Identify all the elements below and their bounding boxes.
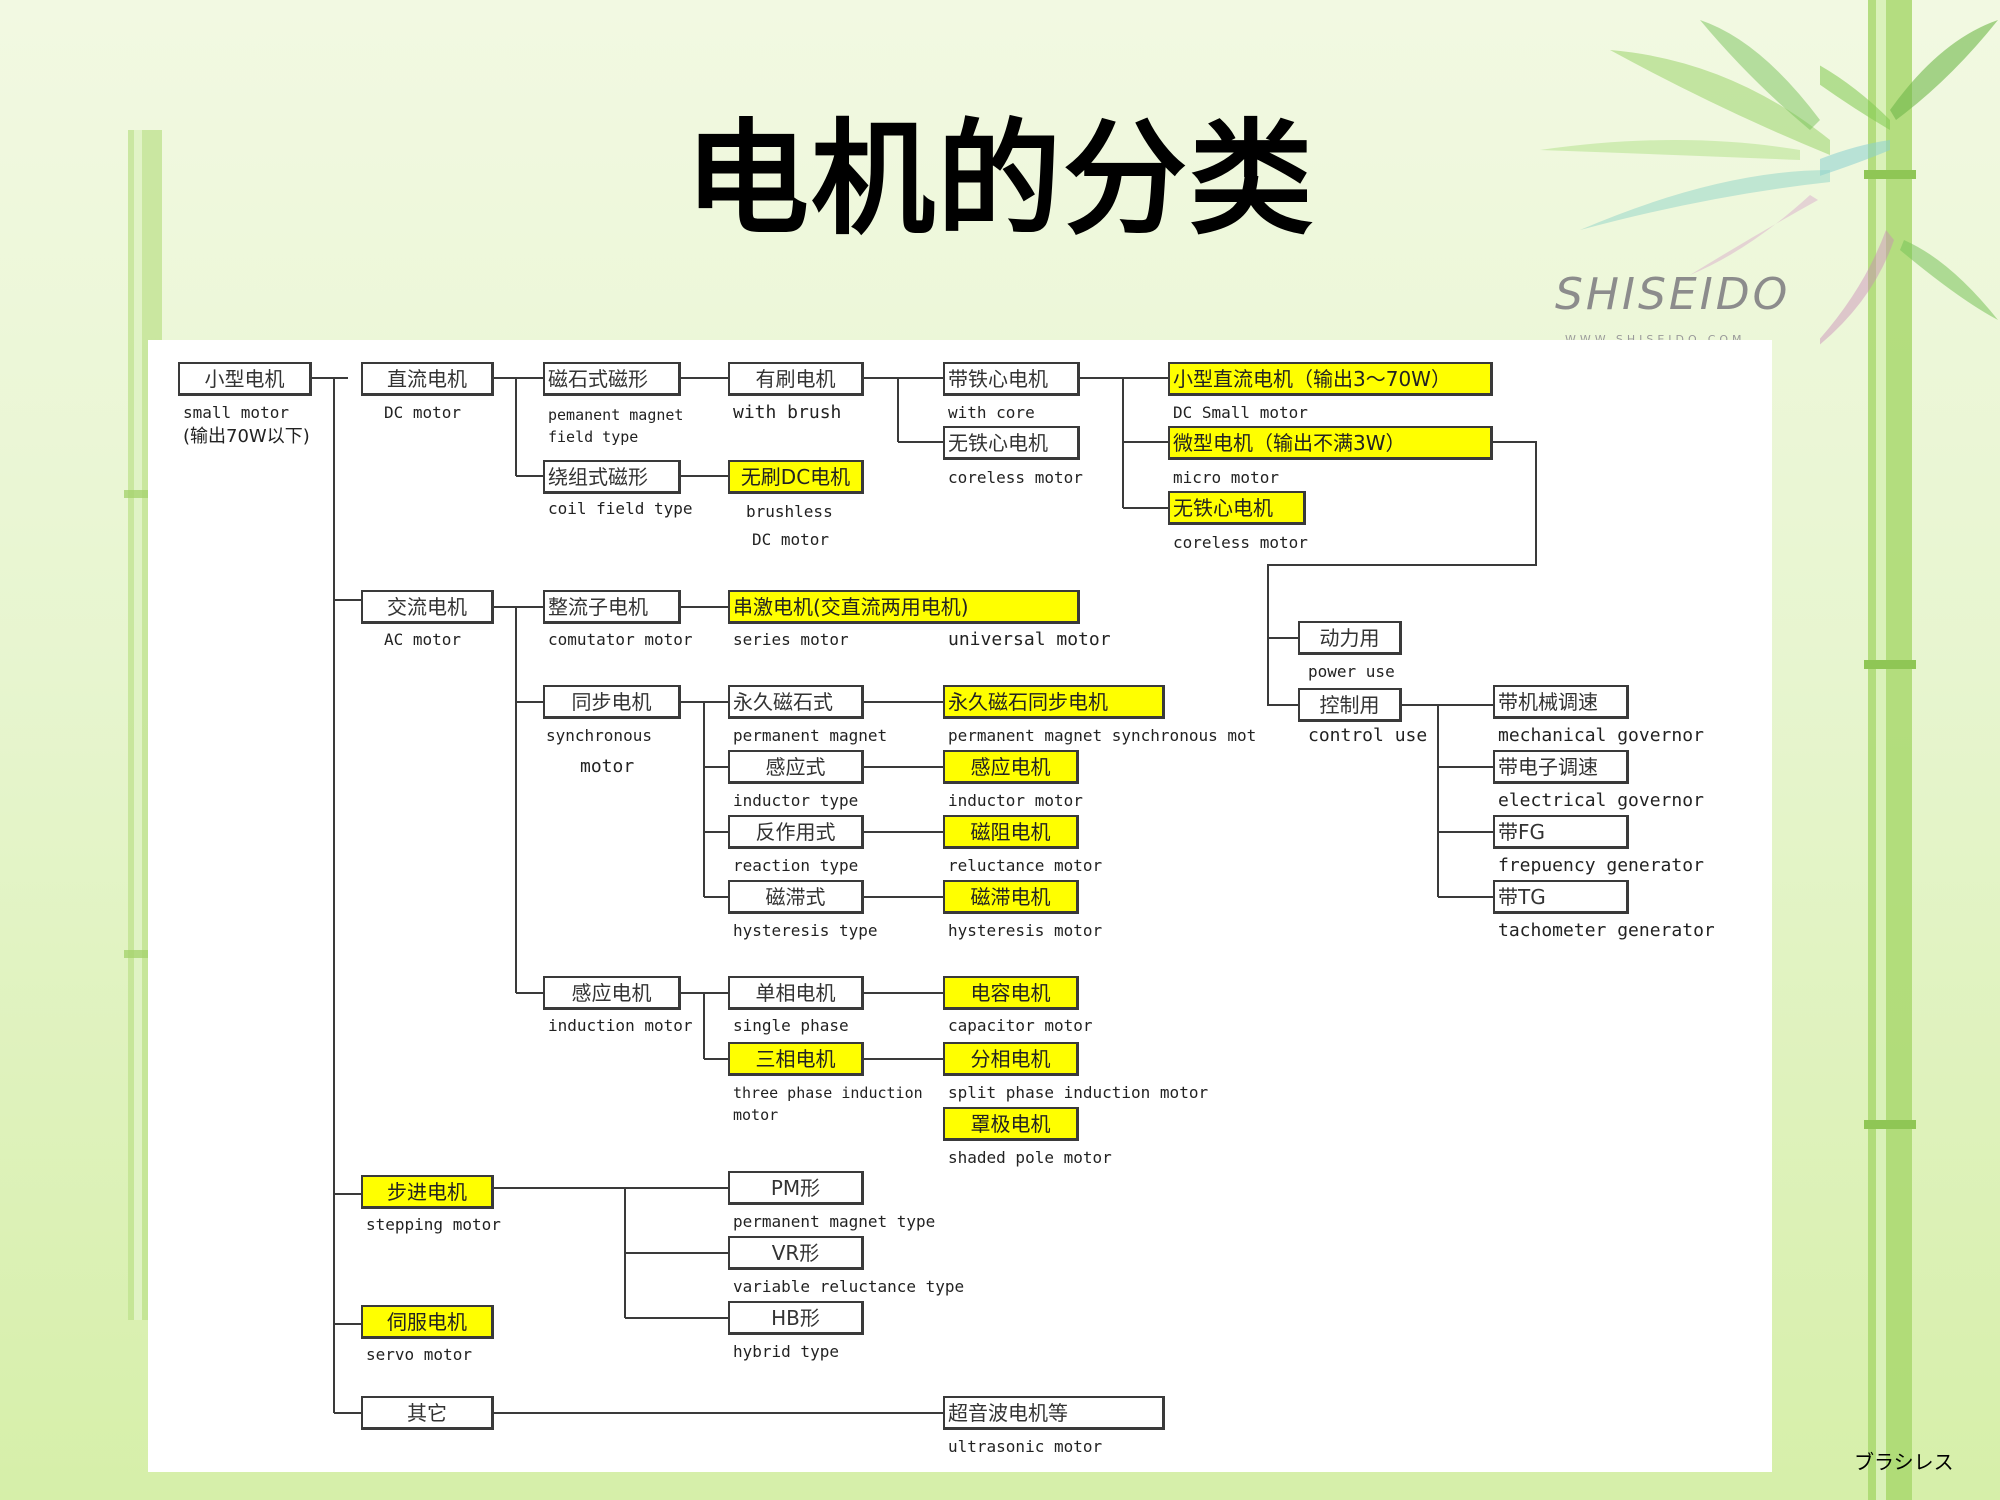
- label-power-use-en: power use: [1308, 662, 1395, 681]
- box-permanent-magnet-type: 永久磁石式: [728, 685, 864, 719]
- box-induction-motor: 感应电机: [543, 976, 681, 1010]
- label-vr-shape-en: variable reluctance type: [733, 1277, 965, 1296]
- label-fg-en: frepuency generator: [1498, 855, 1704, 876]
- label-micro-motor-en: micro motor: [1173, 468, 1279, 487]
- box-with-tg: 带TG: [1493, 880, 1629, 914]
- box-with-brush: 有刷电机: [728, 362, 864, 396]
- box-with-core: 带铁心电机: [943, 362, 1080, 396]
- label-three-phase-en-1: three phase induction: [733, 1084, 923, 1102]
- box-with-fg: 带FG: [1493, 815, 1629, 849]
- box-coreless: 无铁心电机: [943, 426, 1080, 460]
- label-permanent-magnet-en: permanent magnet: [733, 726, 888, 745]
- box-control-use: 控制用: [1298, 688, 1402, 722]
- box-small-motor: 小型电机: [178, 362, 312, 396]
- label-hysteresis-motor-en: hysteresis motor: [948, 921, 1103, 940]
- box-coil-field: 绕组式磁形: [543, 460, 681, 494]
- label-induction-motor-en: induction motor: [548, 1016, 693, 1035]
- box-brushless-dc: 无刷DC电机: [728, 460, 864, 494]
- motor-classification-diagram: 小型电机 small motor (输出70W以下) 直流电机 DC motor…: [148, 340, 1772, 1472]
- box-perm-magnet-field: 磁石式磁形: [543, 362, 681, 396]
- label-with-brush-en: with brush: [733, 402, 842, 423]
- box-synchronous-motor: 同步电机: [543, 685, 681, 719]
- box-electrical-governor: 带电子调速: [1493, 750, 1629, 784]
- label-small-motor-en: small motor: [183, 403, 289, 422]
- box-hysteresis-motor: 磁滞电机: [943, 880, 1079, 914]
- label-capacitor-motor-en: capacitor motor: [948, 1016, 1093, 1035]
- label-dc-motor-en: DC motor: [384, 403, 462, 422]
- label-dc-small-motor-en: DC Small motor: [1173, 403, 1308, 422]
- label-with-core-en: with core: [948, 403, 1035, 422]
- label-control-use-en: control use: [1308, 725, 1428, 746]
- box-vr-shape: VR形: [728, 1236, 864, 1270]
- label-tg-en: tachometer generator: [1498, 920, 1715, 941]
- label-split-phase-en: split phase induction motor: [948, 1083, 1209, 1102]
- label-pm-synchronous-en: permanent magnet synchronous mot: [948, 726, 1257, 745]
- box-pm-synchronous-motor: 永久磁石同步电机: [943, 685, 1165, 719]
- bamboo-leaves-right-decoration: [1820, 0, 1998, 1500]
- footer-note: ブラシレス: [1854, 1450, 1954, 1474]
- connector-lines: [312, 377, 1537, 1414]
- label-reluctance-motor-en: reluctance motor: [948, 856, 1103, 875]
- box-reaction-type: 反作用式: [728, 815, 864, 849]
- box-mechanical-governor: 带机械调速: [1493, 685, 1629, 719]
- brand-url: WWW.SHISEIDO.COM: [1565, 334, 1746, 345]
- box-inductor-motor: 感应电机: [943, 750, 1079, 784]
- connector: [1267, 441, 1537, 706]
- box-dc-small-motor: 小型直流电机（输出3～70W）: [1168, 362, 1493, 396]
- label-servo-motor-en: servo motor: [366, 1345, 472, 1364]
- label-three-phase-en-2: motor: [733, 1106, 779, 1124]
- slide-title: 电机的分类: [684, 108, 1315, 252]
- label-electrical-governor-en: electrical governor: [1498, 790, 1704, 811]
- label-reaction-type-en: reaction type: [733, 856, 859, 875]
- label-coreless-motor-en: coreless motor: [1173, 533, 1308, 552]
- label-series-motor-en: series motor: [733, 630, 849, 649]
- label-perm-magnet-field-en-2: field type: [548, 428, 639, 446]
- label-commutator-en: comutator motor: [548, 630, 693, 649]
- box-reluctance-motor: 磁阻电机: [943, 815, 1079, 849]
- brand-logo-text: SHISEIDO: [1555, 269, 1791, 320]
- label-single-phase-en: single phase: [733, 1016, 849, 1035]
- box-three-phase: 三相电机: [728, 1042, 864, 1076]
- box-servo-motor: 伺服电机: [361, 1305, 494, 1339]
- box-hb-shape: HB形: [728, 1301, 864, 1335]
- box-pm-shape: PM形: [728, 1171, 864, 1205]
- label-synchronous-en-1: synchronous: [546, 726, 652, 745]
- label-brushless-en-2: DC motor: [752, 530, 830, 549]
- box-stepping-motor: 步进电机: [361, 1175, 494, 1209]
- label-mechanical-governor-en: mechanical governor: [1498, 725, 1704, 746]
- label-stepping-motor-en: stepping motor: [366, 1215, 501, 1234]
- label-ac-motor-en: AC motor: [384, 630, 462, 649]
- box-split-phase: 分相电机: [943, 1042, 1079, 1076]
- label-inductor-type-en: inductor type: [733, 791, 859, 810]
- label-hysteresis-type-en: hysteresis type: [733, 921, 878, 940]
- box-hysteresis-type: 磁滞式: [728, 880, 864, 914]
- label-inductor-motor-en: inductor motor: [948, 791, 1083, 810]
- label-small-motor-note: (输出70W以下): [183, 426, 310, 447]
- box-inductor-type: 感应式: [728, 750, 864, 784]
- bamboo-leaf-cluster-decoration: [1540, 20, 1830, 275]
- label-shaded-pole-en: shaded pole motor: [948, 1148, 1112, 1167]
- label-brushless-en-1: brushless: [746, 502, 833, 521]
- box-series-motor: 串激电机(交直流两用电机): [728, 590, 1080, 624]
- box-single-phase: 单相电机: [728, 976, 864, 1010]
- box-ultrasonic-motor: 超音波电机等: [943, 1396, 1165, 1430]
- box-coreless-motor: 无铁心电机: [1168, 491, 1306, 525]
- label-coil-field-en: coil field type: [548, 499, 693, 518]
- label-perm-magnet-field-en-1: pemanent magnet: [548, 406, 684, 424]
- box-ac-motor: 交流电机: [361, 590, 494, 624]
- box-power-use: 动力用: [1298, 621, 1402, 655]
- label-pm-shape-en: permanent magnet type: [733, 1212, 936, 1231]
- label-synchronous-en-2: motor: [580, 756, 635, 777]
- box-other: 其它: [361, 1396, 494, 1430]
- box-dc-motor: 直流电机: [361, 362, 494, 396]
- box-commutator-motor: 整流子电机: [543, 590, 681, 624]
- box-shaded-pole: 罩极电机: [943, 1107, 1079, 1141]
- box-capacitor-motor: 电容电机: [943, 976, 1079, 1010]
- label-coreless-en: coreless motor: [948, 468, 1083, 487]
- label-ultrasonic-en: ultrasonic motor: [948, 1437, 1103, 1456]
- box-micro-motor: 微型电机（输出不满3W）: [1168, 426, 1493, 460]
- label-universal-motor-en: universal motor: [948, 629, 1111, 650]
- label-hb-shape-en: hybrid type: [733, 1342, 839, 1361]
